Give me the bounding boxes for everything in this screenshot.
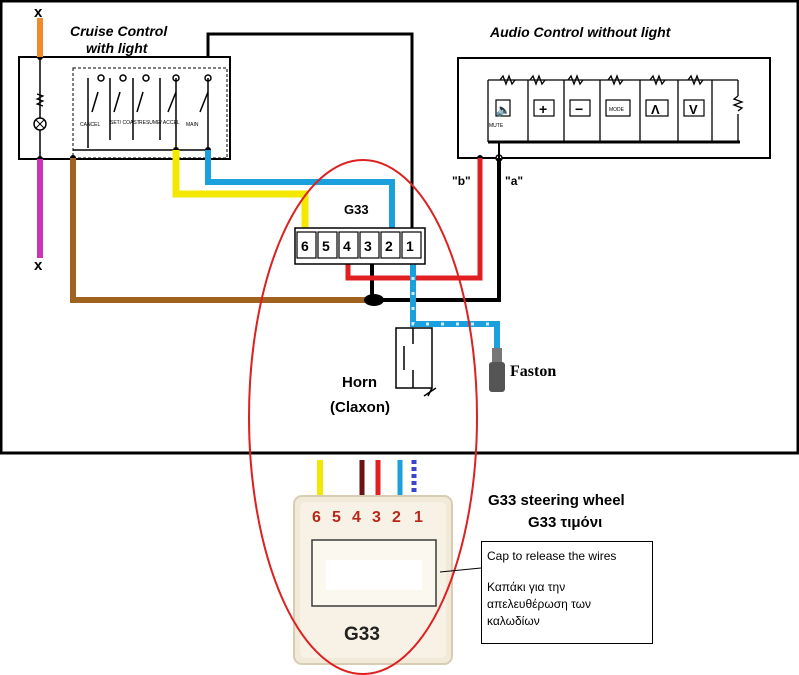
- horn-switch-icon: [395, 327, 437, 397]
- blue-dashed-wire: [410, 262, 500, 350]
- audio-btn-minus: −: [575, 101, 583, 117]
- audio-control-box: [457, 57, 771, 159]
- mute-speaker-icon: 🔈: [496, 103, 511, 117]
- audio-btn-mute: MUTE: [489, 123, 504, 129]
- photo-pin-3: 3: [372, 509, 381, 526]
- photo-g33-label: G33: [344, 624, 380, 645]
- lamp-resistor-icon: [35, 93, 45, 107]
- pin-3: 3: [364, 238, 372, 254]
- blue-wire: [205, 150, 395, 232]
- pin-5: 5: [322, 238, 330, 254]
- cruise-switch-box: [72, 67, 228, 159]
- photo-pin-5: 5: [332, 509, 341, 526]
- yellow-wire: [172, 150, 309, 232]
- horn-label: Horn: [342, 374, 377, 391]
- caption-greek: G33 τιμόνι: [528, 514, 602, 531]
- diagram-frame: [0, 0, 799, 455]
- cruise-control-box: [18, 56, 231, 160]
- audio-btn-plus: +: [539, 101, 547, 117]
- faston-label: Faston: [510, 363, 556, 380]
- pin-6: 6: [301, 238, 309, 254]
- pin-1: 1: [406, 238, 414, 254]
- audio-btn-mode: MODE: [609, 107, 625, 113]
- splice-node: [364, 294, 384, 306]
- photo-pin-2: 2: [392, 509, 401, 526]
- x-mark-top: x: [34, 4, 43, 21]
- black-wire-top: [206, 32, 414, 232]
- audio-btn-down: V: [689, 102, 698, 117]
- pin-2: 2: [385, 238, 393, 254]
- audio-label-b: "b": [452, 174, 471, 188]
- cap-note-greek-2: απελευθέρωση των: [487, 597, 592, 611]
- cruise-btn-set: SET/ COAST: [110, 120, 140, 126]
- connector-label: G33: [344, 202, 369, 217]
- cap-note-greek-3: καλωδίων: [487, 614, 540, 628]
- note-pointer: [439, 567, 482, 573]
- cruise-btn-main: MAIN: [186, 122, 199, 128]
- photo-pin-1: 1: [414, 509, 423, 526]
- cruise-title: Cruise Control: [70, 23, 168, 39]
- cap-note-greek-1: Καπάκι για την: [487, 580, 566, 594]
- cruise-switches: [87, 74, 212, 150]
- black-wire-audio: [378, 158, 501, 302]
- audio-label-a: "a": [505, 174, 523, 188]
- cap-note-english: Cap to release the wires: [487, 549, 617, 563]
- cruise-btn-cancel: CANCEL: [80, 122, 101, 128]
- audio-title: Audio Control without light: [489, 24, 672, 40]
- audio-ladder: [487, 74, 744, 142]
- x-mark-bottom: x: [34, 257, 43, 274]
- horn-claxon-label: (Claxon): [330, 399, 390, 416]
- cruise-btn-resume: RESUME/ ACCEL: [139, 120, 180, 126]
- photo-pin-4: 4: [352, 509, 361, 526]
- highlight-ellipse: [248, 159, 478, 675]
- cruise-subtitle: with light: [86, 40, 149, 56]
- cap-note: Cap to release the wires Καπάκι για την …: [481, 541, 653, 644]
- brown-wire: [70, 158, 368, 303]
- caption-title: G33 steering wheel: [488, 492, 625, 509]
- pin-4: 4: [343, 238, 351, 254]
- g33-photo: [293, 460, 453, 665]
- faston-icon: [489, 348, 505, 392]
- photo-pin-6: 6: [312, 509, 321, 526]
- audio-btn-up: Λ: [651, 102, 660, 117]
